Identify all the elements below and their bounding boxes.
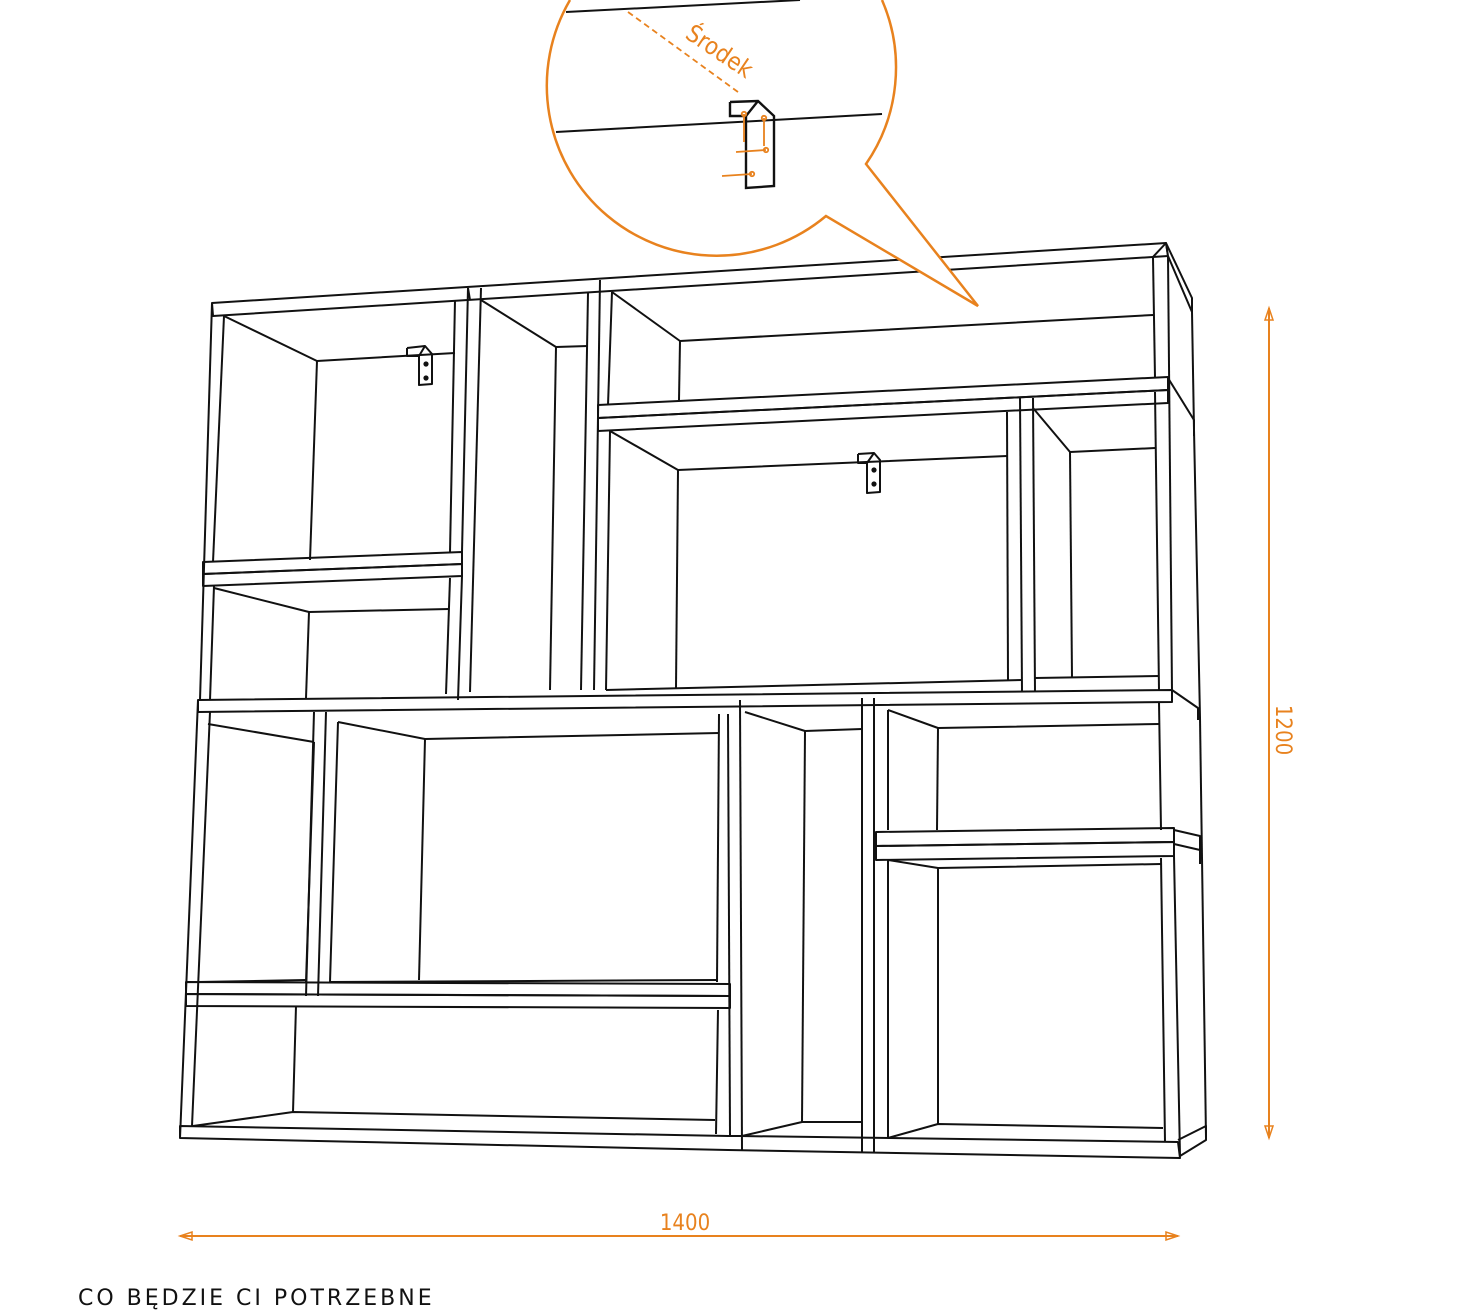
bottom-board [179,1125,1181,1159]
screw-icon [721,110,770,178]
lower-narrow-column [739,698,875,1152]
height-dimension: 1200 [1263,305,1295,1141]
detail-callout: Środek [545,0,979,308]
right-side-panel [1151,242,1207,1157]
lower-left-cubby [185,711,731,1137]
width-label: 1400 [660,1211,710,1236]
mounting-bracket-icon [857,452,881,494]
section-heading: CO BĘDZIE CI POTRZEBNE [78,1286,435,1311]
upper-right-large-cubby [605,391,1160,693]
height-label: 1200 [1270,705,1295,755]
lower-right-cubbies [875,701,1181,1157]
mounting-bracket-icon [406,345,433,386]
middle-board [197,689,1173,713]
upper-left-cubby [202,287,469,701]
left-side-panel [179,302,225,1139]
shelf-unit [179,242,1207,1159]
width-dimension: 1400 [177,1211,1181,1242]
mounting-bracket-icon [728,99,776,190]
upper-narrow-column [467,279,601,693]
upper-right-top-cubby [597,257,1169,432]
